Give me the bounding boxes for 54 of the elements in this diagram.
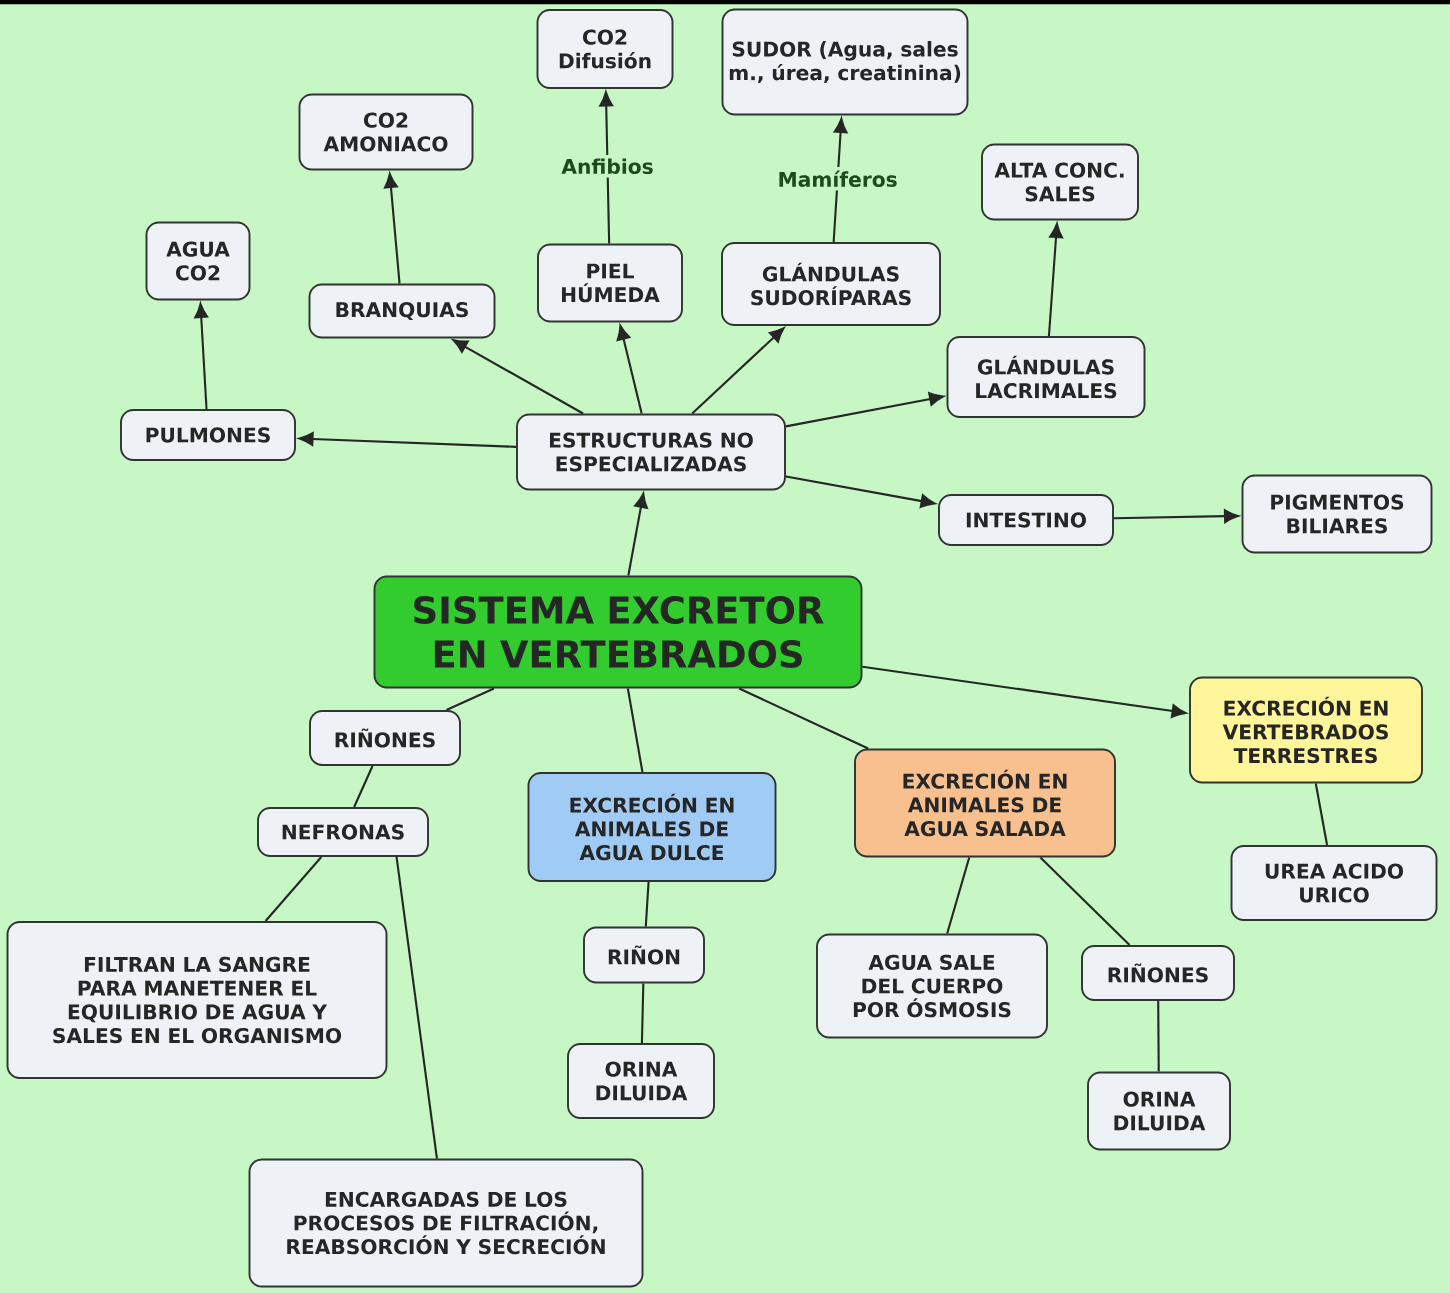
connector-line [640,983,645,1044]
arrow [862,665,1187,718]
arrow [832,118,848,243]
concept-box: CO2 AMONIACO [298,93,474,171]
arrow [627,493,648,576]
arrow [298,432,517,448]
arrow [1047,223,1063,337]
concept-box: ENCARGADAS DE LOS PROCESOS DE FILTRACIÓN, REABSORCIÓN Y SECRECIÓN [248,1158,644,1288]
concept-box: EXCRECIÓN EN VERTEBRADOS TERRESTRES [1189,676,1423,784]
arrow [194,303,209,410]
arrow [691,327,785,415]
concept-box: FILTRAN LA SANGRE PARA MANETENER EL EQUILIBRIO DE AGUA Y SALES EN EL ORGANISMO [6,921,388,1079]
concept-box: UREA ACIDO URICO [1230,845,1438,921]
arrow [616,324,643,414]
edge-label: Mamíferos [774,167,902,191]
concept-box: PIGMENTOS BILIARES [1241,474,1433,554]
concept-box: GLÁNDULAS SUDORÍPARAS [721,242,941,326]
concept-box: INTESTINO [938,494,1114,546]
concept-box: NEFRONAS [257,807,429,857]
concept-box: ALTA CONC. SALES [981,143,1139,221]
concept-box: RIÑONES [309,710,461,766]
concept-box: ORINA DILUIDA [567,1043,715,1119]
concept-box: GLÁNDULAS LACRIMALES [946,336,1146,418]
concept-box: AGUA CO2 [145,221,251,301]
connector-line [1314,783,1329,846]
connector-line [446,687,495,711]
concept-box: EXCRECIÓN EN ANIMALES DE AGUA DULCE [527,772,777,882]
connector-line [395,856,438,1159]
arrow [1113,509,1239,524]
concept-box: AGUA SALE DEL CUERPO POR ÓSMOSIS [816,933,1048,1039]
connector-line [1157,1000,1160,1072]
arrow [384,173,401,284]
concept-box: ESTRUCTURAS NO ESPECIALIZADAS [516,413,786,491]
connector-line [644,881,650,927]
connector-line [738,687,869,750]
arrow [785,392,944,428]
connector-line [626,688,644,773]
concept-box: SUDOR (Agua, sales m., úrea, creatinina) [721,8,969,116]
arrow [785,475,936,508]
connector-line [1039,856,1131,946]
title-box: SISTEMA EXCRETOR EN VERTEBRADOS [373,575,863,689]
concept-box: BRANQUIAS [308,283,496,339]
concept-box: ORINA DILUIDA [1087,1071,1231,1151]
concept-box: PIEL HÚMEDA [537,243,683,323]
concept-box: CO2 Difusión [536,9,674,89]
connector-line [946,857,971,934]
concept-box: EXCRECIÓN EN ANIMALES DE AGUA SALADA [854,748,1116,858]
concept-box: PULMONES [120,409,296,461]
connector-line [353,765,374,808]
concept-box: RIÑON [583,926,705,984]
arrow [452,339,584,415]
concept-box: RIÑONES [1081,945,1235,1001]
connector-line [264,856,323,922]
arrow [599,91,614,244]
